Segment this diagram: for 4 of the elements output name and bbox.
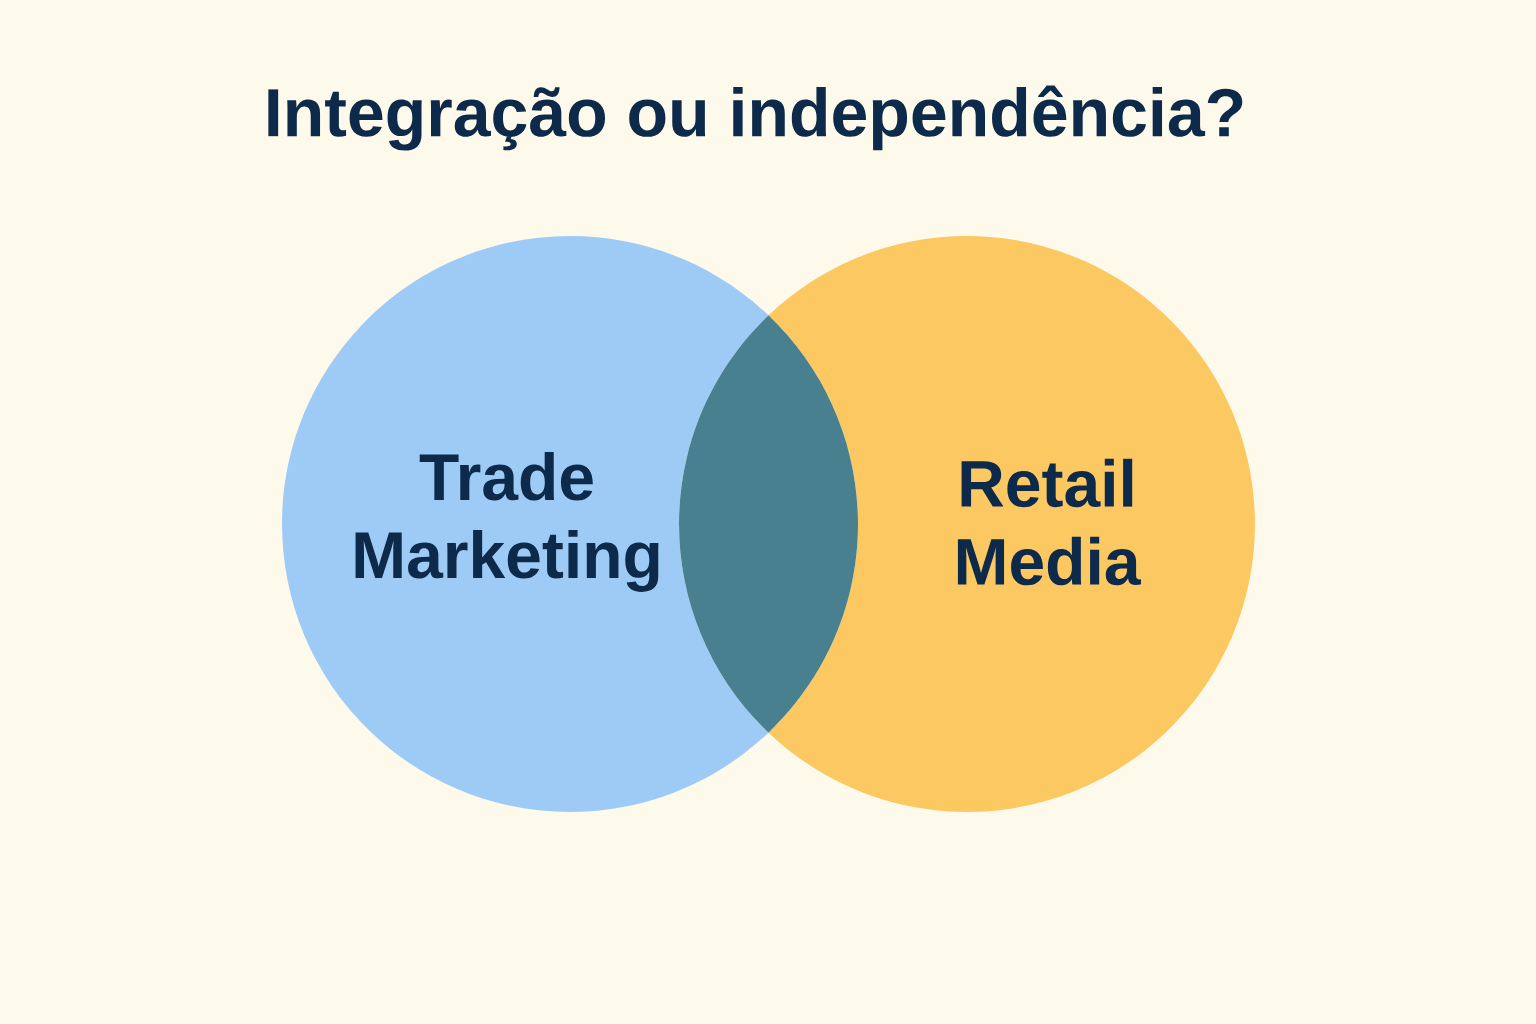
circle-label: Trade Marketing (355, 452, 659, 592)
title: Integração ou independência? (268, 85, 1243, 151)
circle-label: Retail Media (957, 458, 1141, 586)
overlap-region (679, 315, 858, 733)
